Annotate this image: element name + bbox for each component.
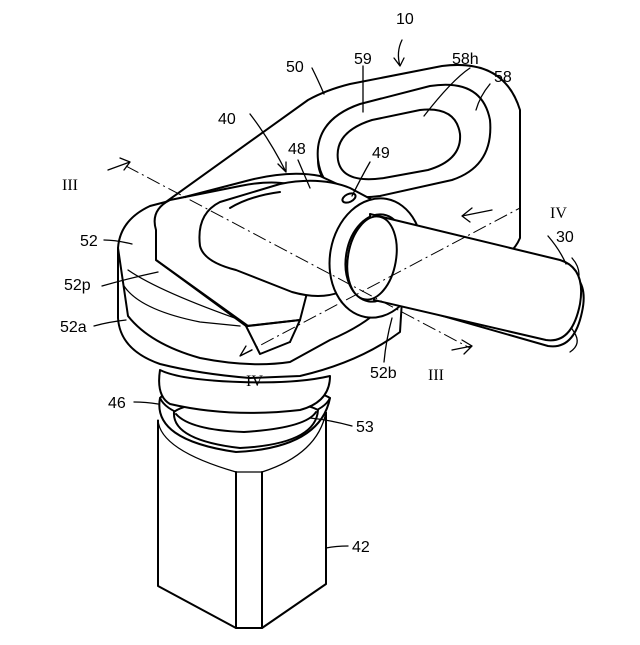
label-30: 30 bbox=[556, 229, 574, 246]
label-42: 42 bbox=[352, 539, 370, 556]
label-52a: 52a bbox=[60, 319, 87, 336]
label-section-iv-bottom: IV bbox=[246, 373, 263, 390]
label-40: 40 bbox=[218, 111, 236, 128]
label-50: 50 bbox=[286, 59, 304, 76]
label-49: 49 bbox=[372, 145, 390, 162]
label-59: 59 bbox=[354, 51, 372, 68]
label-53: 53 bbox=[356, 419, 374, 436]
label-58: 58 bbox=[494, 69, 512, 86]
label-section-iii-top: III bbox=[62, 177, 78, 194]
label-section-iv-right: IV bbox=[550, 205, 567, 222]
label-48: 48 bbox=[288, 141, 306, 158]
label-52b: 52b bbox=[370, 365, 397, 382]
label-52: 52 bbox=[80, 233, 98, 250]
label-46: 46 bbox=[108, 395, 126, 412]
label-10: 10 bbox=[396, 11, 414, 28]
label-section-iii-bottom: III bbox=[428, 367, 444, 384]
label-58h: 58h bbox=[452, 51, 479, 68]
label-52p: 52p bbox=[64, 277, 91, 294]
